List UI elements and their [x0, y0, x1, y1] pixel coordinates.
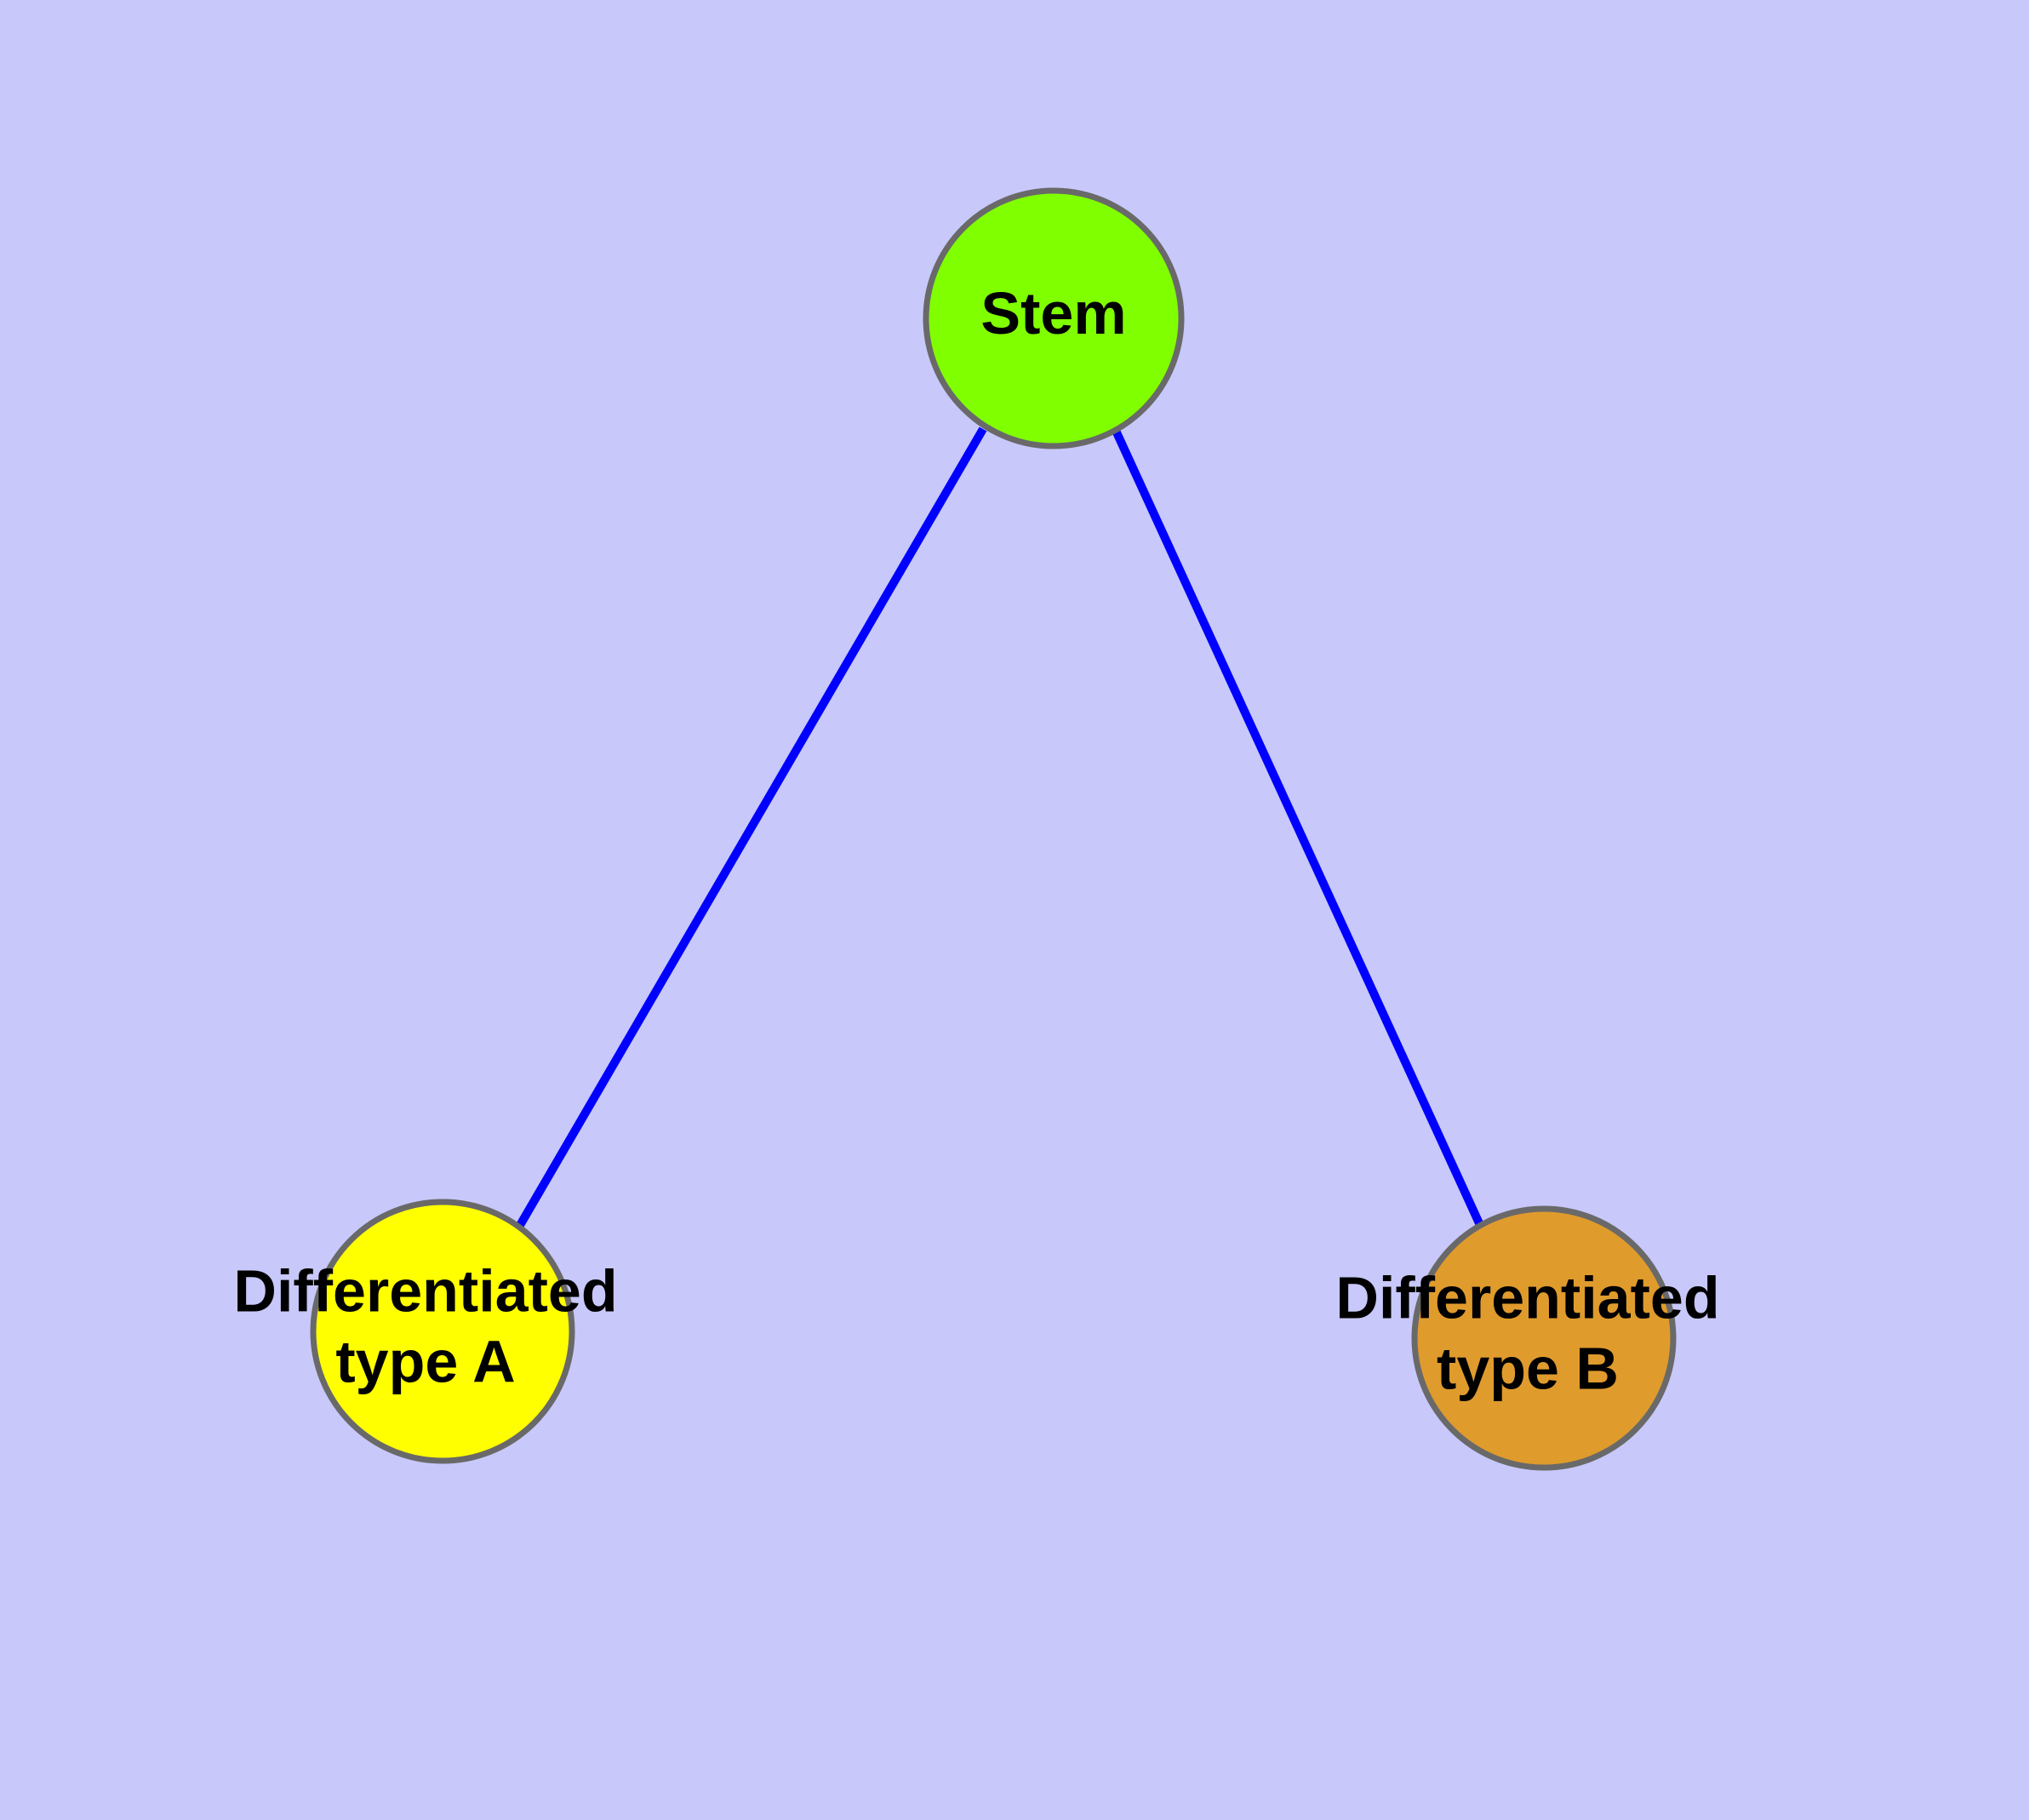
- nodes-layer: [310, 187, 1677, 1471]
- node-label-stem: Stem: [980, 280, 1126, 346]
- node-label-line: Stem: [980, 280, 1126, 346]
- node-label-line: Differentiated: [1335, 1265, 1719, 1331]
- edge-stem-to-diff-b[interactable]: [1112, 430, 1483, 1226]
- node-label-line: Differentiated: [233, 1258, 617, 1325]
- node-differentiated-type-b[interactable]: [1411, 1205, 1677, 1471]
- edges-layer: [515, 426, 1483, 1229]
- node-label-line: type A: [335, 1329, 515, 1395]
- edge-stem-to-diff-a[interactable]: [515, 426, 987, 1229]
- node-differentiated-type-a[interactable]: [310, 1199, 575, 1464]
- node-label-line: type B: [1437, 1336, 1619, 1402]
- node-stem[interactable]: [923, 187, 1185, 449]
